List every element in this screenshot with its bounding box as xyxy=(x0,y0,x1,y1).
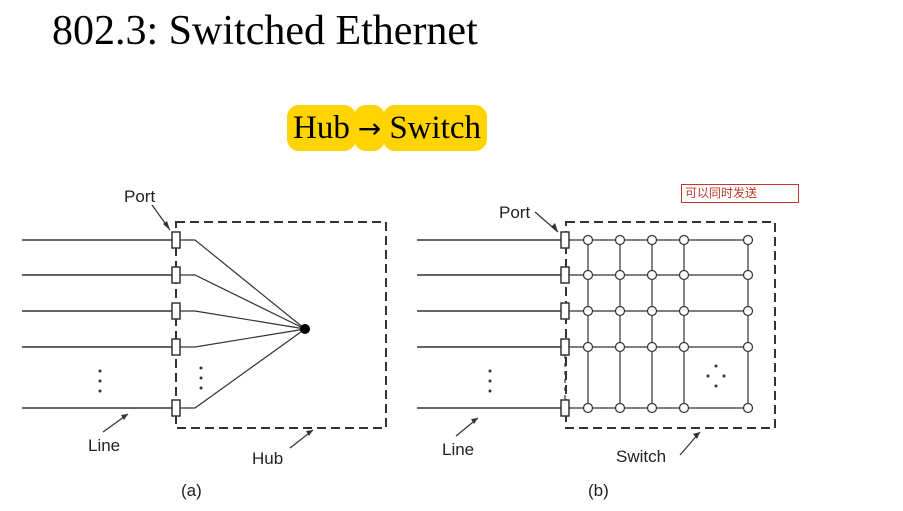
fan-line xyxy=(180,328,306,348)
switch-diagram xyxy=(417,211,776,456)
annotation-note: 可以同时发送 xyxy=(681,184,799,203)
fan-line xyxy=(180,274,306,330)
fan-line xyxy=(180,239,306,330)
port xyxy=(171,266,181,284)
line-label-b: Line xyxy=(442,440,474,459)
slide-title: 802.3: Switched Ethernet xyxy=(52,8,478,54)
caption-b: (b) xyxy=(588,481,609,500)
hub-label: Hub xyxy=(287,105,356,151)
port xyxy=(171,399,181,417)
port xyxy=(560,399,570,417)
hub-to-switch-banner: Hub → Switch xyxy=(287,105,487,151)
fan-line xyxy=(180,328,306,409)
hub-node xyxy=(300,324,310,334)
crosspoint-nodes xyxy=(582,234,754,414)
switch-box-label: Switch xyxy=(616,447,666,466)
switch-box xyxy=(565,221,776,429)
port-label-a: Port xyxy=(124,187,155,206)
line-label-a: Line xyxy=(88,436,120,455)
caption-a: (a) xyxy=(181,481,202,500)
port xyxy=(560,231,570,249)
port-label-b: Port xyxy=(499,203,530,222)
hub-box-label: Hub xyxy=(252,449,283,468)
switch-label: Switch xyxy=(383,105,487,151)
ellipsis-dots xyxy=(98,366,203,393)
hub-box xyxy=(175,221,387,429)
port xyxy=(171,338,181,356)
ellipsis-dots xyxy=(488,364,726,393)
port xyxy=(171,302,181,320)
right-arrow-icon: → xyxy=(353,105,386,151)
hub-diagram xyxy=(22,204,387,449)
port xyxy=(171,231,181,249)
port xyxy=(560,302,570,320)
fan-line xyxy=(180,310,306,330)
port xyxy=(560,266,570,284)
port xyxy=(560,338,570,356)
